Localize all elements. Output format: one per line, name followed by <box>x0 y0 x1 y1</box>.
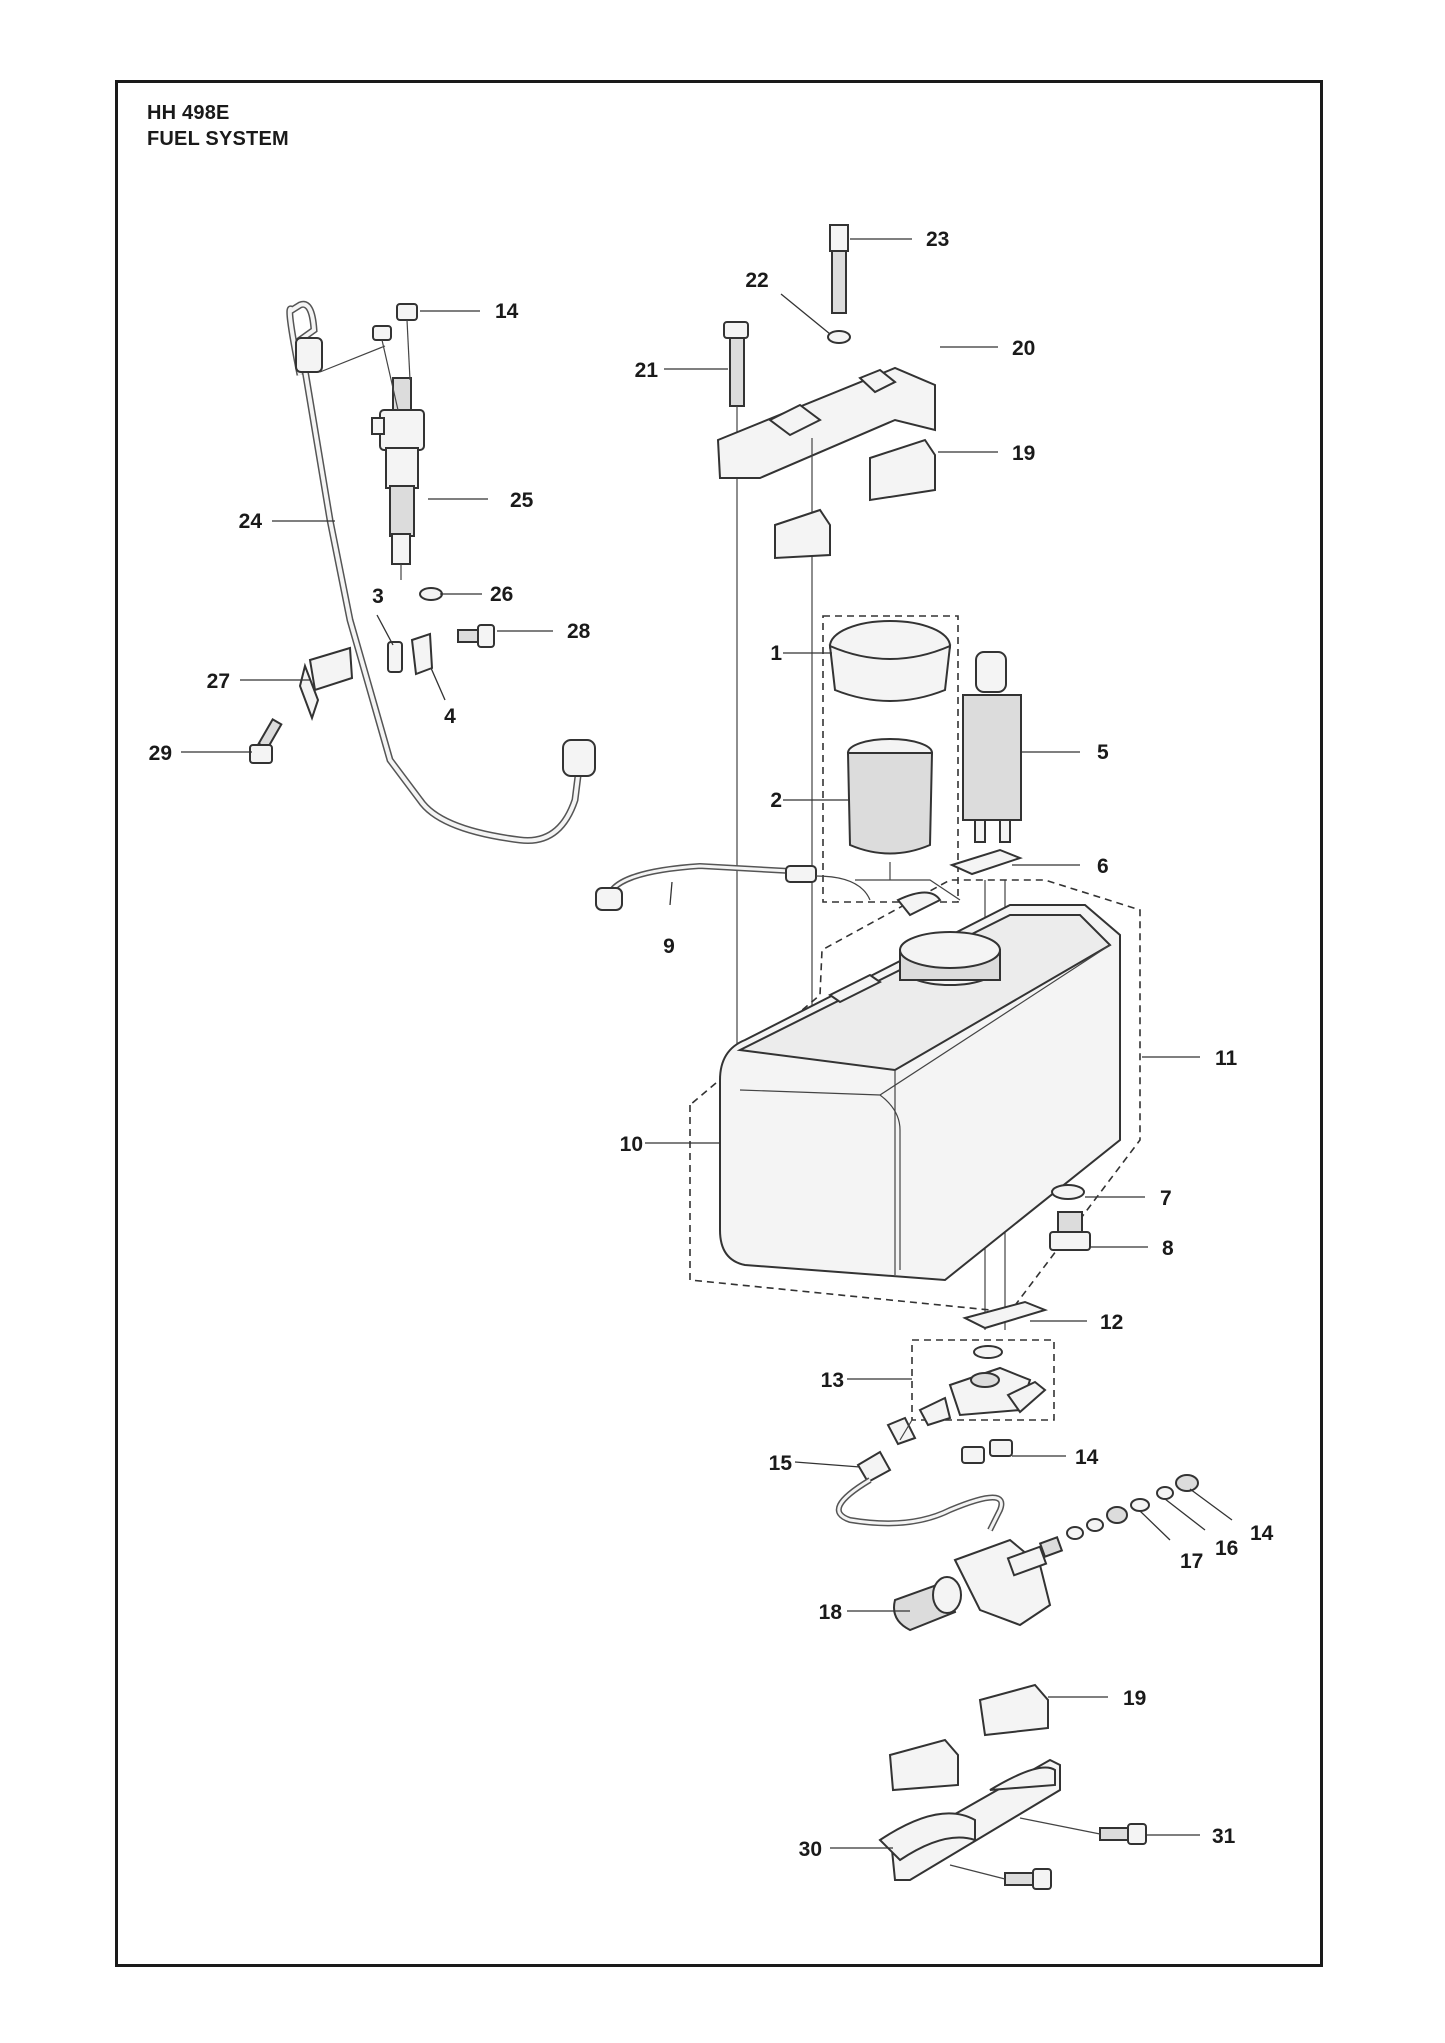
callout-5: 5 <box>1097 741 1109 764</box>
callout-25: 25 <box>510 489 534 512</box>
callout-15: 15 <box>769 1452 793 1475</box>
cap-kit-dashed-box <box>822 615 959 903</box>
callout-14-fitting: 14 <box>1250 1522 1274 1545</box>
leader-lines <box>181 238 1233 1849</box>
lower-bracket-30 <box>878 1758 1061 1881</box>
callout-4: 4 <box>444 705 456 728</box>
bolt-29 <box>249 718 283 764</box>
callout-14-top: 14 <box>495 300 519 323</box>
fuel-pump-18 <box>893 1536 1064 1632</box>
callout-17: 17 <box>1180 1550 1203 1573</box>
callout-26: 26 <box>490 583 513 606</box>
washer-22 <box>827 330 851 344</box>
pad-19-bottom <box>888 1683 1049 1792</box>
fuel-hose-9 <box>595 862 871 911</box>
valve-kit-dashed-box <box>911 1339 1055 1421</box>
bolt-30-lower <box>949 1864 1052 1890</box>
section-title: FUEL SYSTEM <box>147 128 289 150</box>
callout-10: 10 <box>620 1133 643 1156</box>
callout-14-valve: 14 <box>1075 1446 1099 1469</box>
callout-27-28: 28 <box>567 620 591 643</box>
clamp-3-4 <box>387 632 434 676</box>
callout-19-bottom: 19 <box>1123 1687 1146 1710</box>
bolt-28 <box>457 624 495 648</box>
callout-2: 2 <box>770 789 782 812</box>
gasket-12 <box>962 1300 1049 1330</box>
strainer-2 <box>846 738 961 901</box>
callout-11: 11 <box>1215 1047 1238 1070</box>
callout-12: 12 <box>1100 1311 1123 1334</box>
callout-19-top: 19 <box>1012 442 1035 465</box>
callout-8: 8 <box>1162 1237 1174 1260</box>
callout-18: 18 <box>819 1601 843 1624</box>
bolt-31 <box>1019 1817 1147 1845</box>
bolt-21 <box>723 321 749 1130</box>
hose-clamp-15 <box>835 1416 1005 1532</box>
washer-26 <box>419 587 443 601</box>
callout-24: 24 <box>239 510 263 533</box>
bracket-20 <box>716 366 936 1125</box>
o-ring-7 <box>1051 1184 1085 1200</box>
callout-7: 7 <box>1160 1187 1172 1210</box>
callout-31: 31 <box>1212 1825 1236 1848</box>
fuel-tank-10-11 <box>719 891 1121 1282</box>
callout-20: 20 <box>1012 337 1035 360</box>
model-title: HH 498E <box>147 102 230 124</box>
callout-13: 13 <box>821 1369 844 1392</box>
drawing-frame <box>115 80 1323 1967</box>
callout-30: 30 <box>799 1838 822 1861</box>
callout-6: 6 <box>1097 855 1109 878</box>
callout-1: 1 <box>770 642 782 665</box>
pad-19-top <box>774 438 936 560</box>
injector-25 <box>371 377 425 580</box>
fuel-filter-5 <box>962 651 1022 843</box>
callout-labels: 1 2 3 4 5 6 7 8 9 10 11 12 13 14 14 14 1… <box>149 228 1274 1861</box>
callout-23: 23 <box>926 228 949 251</box>
callout-27: 27 <box>207 670 230 693</box>
nut-14-top-left <box>319 303 418 411</box>
standoff-23 <box>829 224 849 314</box>
callout-21: 21 <box>635 359 659 382</box>
fuel-pipe-24 <box>286 300 596 844</box>
bracket-27 <box>298 646 354 721</box>
callout-3: 3 <box>372 585 384 608</box>
gasket-6 <box>949 848 1023 876</box>
callout-22: 22 <box>745 269 768 292</box>
callout-29: 29 <box>149 742 172 765</box>
fitting-washers-14-16-17 <box>1066 1474 1199 1540</box>
callout-16: 16 <box>1215 1537 1238 1560</box>
callout-9: 9 <box>663 935 675 958</box>
fuel-valve-13 <box>918 1345 1047 1427</box>
drain-plug-8 <box>1049 1211 1091 1251</box>
fuel-cap-1 <box>828 620 952 702</box>
nut-14-valve <box>961 1439 1013 1464</box>
